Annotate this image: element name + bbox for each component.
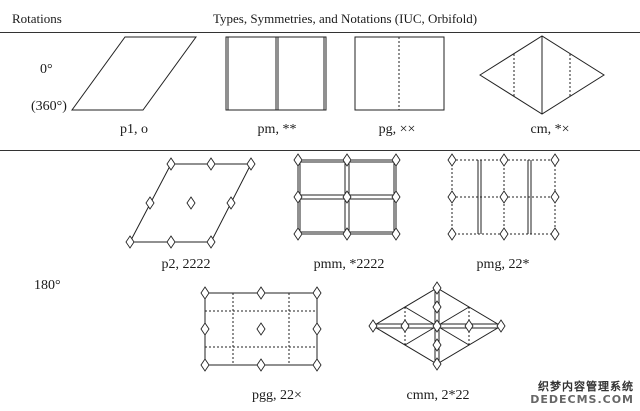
header-rule [0, 32, 640, 33]
types-header: Types, Symmetries, and Notations (IUC, O… [213, 11, 478, 26]
row-divider [0, 150, 640, 151]
rotation-markers [125, 153, 560, 372]
label-pmg: pmg, 22* [476, 257, 530, 272]
label-p1: p1, o [120, 122, 148, 137]
rotation-label-0: 0° [40, 62, 53, 77]
label-cmm: cmm, 2*22 [406, 388, 470, 403]
label-cm: cm, *× [530, 122, 570, 137]
label-pm: pm, ** [257, 122, 297, 137]
rotation-label-180: 180° [34, 278, 61, 293]
label-pmm: pmm, *2222 [313, 257, 385, 272]
figure-pg [354, 36, 445, 111]
figure-p1 [71, 36, 197, 111]
watermark-text: 织梦内容管理系统 [538, 380, 634, 393]
figure-pm [225, 36, 327, 111]
rotations-header: Rotations [12, 11, 62, 26]
label-pg: pg, ×× [378, 122, 416, 137]
label-pgg: pgg, 22× [252, 388, 302, 403]
rotation-label-360: (360°) [31, 99, 67, 114]
figure-cm [479, 35, 605, 115]
watermark-domain: DEDECMS.COM [530, 393, 634, 406]
label-p2: p2, 2222 [161, 257, 211, 272]
